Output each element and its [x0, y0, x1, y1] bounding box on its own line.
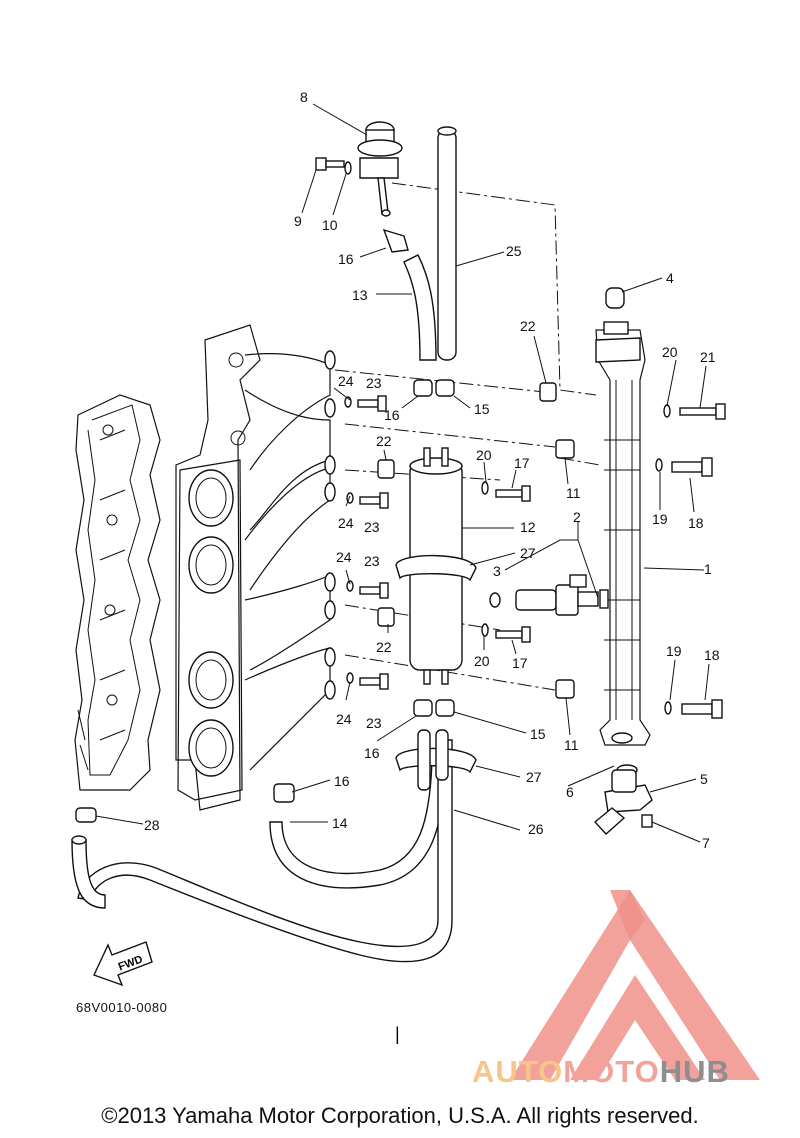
- clip-16-upper: [413, 379, 433, 397]
- callout-27-upper: 27: [520, 545, 536, 561]
- callout-24-a: 24: [338, 373, 354, 389]
- callout-25: 25: [506, 243, 522, 259]
- pressure-regulator: [357, 121, 403, 217]
- callout-9: 9: [294, 213, 302, 229]
- pipe-stub-right: [435, 729, 449, 781]
- page-marker: |: [395, 1024, 400, 1044]
- callout-23-c: 23: [364, 553, 380, 569]
- callout-24-b: 24: [338, 515, 354, 531]
- callout-24-c: 24: [336, 549, 352, 565]
- rail-cap: [605, 287, 625, 309]
- callout-20-mid: 20: [476, 447, 492, 463]
- callout-11-upper: 11: [566, 485, 581, 501]
- callout-labels: 1 2 3 4 5 6 7 8 9 10 11 11 12 13 14 15 1…: [144, 89, 720, 851]
- callout-11-lower: 11: [564, 737, 579, 753]
- callout-16-top: 16: [338, 251, 354, 267]
- callout-18-lower: 18: [704, 647, 720, 663]
- callout-17-lower: 17: [512, 655, 528, 671]
- callout-20-lower: 20: [474, 653, 490, 669]
- callout-12: 12: [520, 519, 536, 535]
- watermark-hub: HUB: [659, 1054, 730, 1089]
- fuel-cooler: [395, 447, 477, 774]
- clip-16-lower: [413, 699, 433, 717]
- intake-manifold: [175, 324, 336, 811]
- callout-22-right: 22: [520, 318, 536, 334]
- copyright-notice: ©2013 Yamaha Motor Corporation, U.S.A. A…: [101, 1103, 699, 1128]
- callout-15-upper: 15: [474, 401, 490, 417]
- callout-15-lower: 15: [530, 726, 546, 742]
- leader-lines: [95, 103, 710, 843]
- callout-19-upper: 19: [652, 511, 668, 527]
- clip-15-lower: [435, 699, 455, 717]
- callout-3: 3: [493, 563, 501, 579]
- callout-18-upper: 18: [688, 515, 704, 531]
- collars: [377, 382, 575, 699]
- fuel-rail: [595, 321, 651, 746]
- callout-23-a: 23: [366, 375, 382, 391]
- callout-23-b: 23: [364, 519, 380, 535]
- callout-21: 21: [700, 349, 716, 365]
- callout-6: 6: [566, 784, 574, 800]
- callout-27-lower: 27: [526, 769, 542, 785]
- watermark-auto: AUTO: [472, 1054, 564, 1089]
- callout-17-upper: 17: [514, 455, 530, 471]
- fuel-fitting: [593, 764, 653, 835]
- cylinder-block: [74, 394, 161, 791]
- callout-23-d: 23: [366, 715, 382, 731]
- callout-2: 2: [573, 509, 581, 525]
- fwd-arrow-icon: FWD: [93, 941, 153, 987]
- callout-26: 26: [528, 821, 544, 837]
- callout-22-upper: 22: [376, 433, 392, 449]
- callout-1: 1: [704, 561, 712, 577]
- callout-16-mid: 16: [334, 773, 350, 789]
- callout-8: 8: [300, 89, 308, 105]
- callout-7: 7: [702, 835, 710, 851]
- callout-22-lower: 22: [376, 639, 392, 655]
- watermark-wordmark: AUTOMOTOHUB: [472, 1054, 730, 1090]
- clip-28: [75, 807, 97, 823]
- pipe-stub-left: [417, 729, 431, 791]
- callout-4: 4: [666, 270, 674, 286]
- callout-24-d: 24: [336, 711, 352, 727]
- callout-20-upper: 20: [662, 344, 678, 360]
- callout-14: 14: [332, 815, 348, 831]
- washer-10: [344, 161, 352, 175]
- callout-13: 13: [352, 287, 368, 303]
- clip-16-mid: [273, 783, 295, 803]
- drawing-code: 68V0010-0080: [76, 1000, 168, 1015]
- callout-19-lower: 19: [666, 643, 682, 659]
- callout-16-lower: 16: [364, 745, 380, 761]
- injector: [489, 574, 609, 616]
- watermark-moto: MOTO: [563, 1054, 660, 1089]
- bolts: [357, 395, 726, 719]
- watermark-logo: [510, 890, 760, 1080]
- clip-15-upper: [435, 379, 455, 397]
- callout-16-upper: 16: [384, 407, 400, 423]
- callout-10: 10: [322, 217, 338, 233]
- bolt-9: [315, 157, 345, 171]
- washers: [344, 396, 672, 715]
- callout-5: 5: [700, 771, 708, 787]
- hoses: [71, 126, 457, 963]
- callout-28: 28: [144, 817, 160, 833]
